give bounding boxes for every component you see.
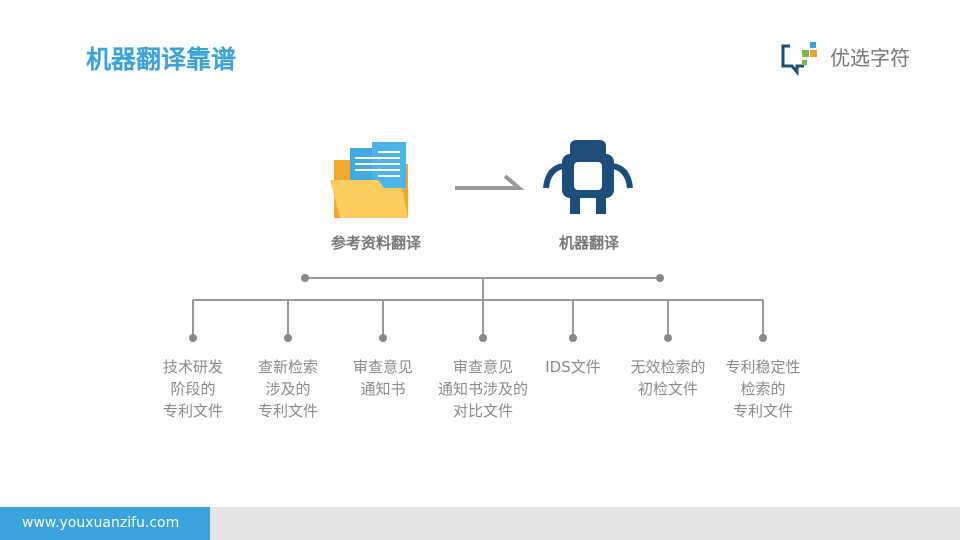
page-title: 机器翻译靠谱	[86, 45, 237, 74]
arrow-icon	[455, 174, 525, 190]
branch-line: 专利文件	[732, 402, 794, 420]
branch-line: 通知书涉及的	[437, 380, 529, 398]
robot-icon	[543, 140, 633, 214]
branch-line: 涉及的	[265, 380, 311, 398]
branch-item: 审查意见通知书涉及的对比文件	[438, 356, 528, 422]
branch-line: IDS文件	[545, 358, 601, 376]
branch-item: 专利稳定性检索的专利文件	[725, 356, 800, 422]
branch-line: 无效检索的	[630, 358, 706, 376]
branch-item: IDS文件	[545, 356, 601, 378]
folder-documents-icon	[330, 142, 408, 218]
branch-line: 审查意见	[352, 358, 414, 376]
branch-line: 通知书	[360, 380, 406, 398]
logo-text: 优选字符	[830, 45, 910, 70]
branch-item: 审查意见通知书	[353, 356, 413, 400]
branch-line: 专利文件	[257, 402, 319, 420]
source-label: 参考资料翻译	[330, 234, 422, 252]
branch-line: 专利稳定性	[725, 358, 801, 376]
branch-line: 查新检索	[257, 358, 319, 376]
branch-line: 专利文件	[162, 402, 224, 420]
branch-item: 查新检索涉及的专利文件	[258, 356, 318, 422]
tree-connector	[189, 274, 767, 342]
target-label: 机器翻译	[558, 234, 620, 252]
branch-line: 对比文件	[452, 402, 514, 420]
footer: www.youxuanzifu.com	[0, 507, 960, 540]
logo: 优选字符	[780, 36, 910, 76]
branch-item: 技术研发阶段的专利文件	[163, 356, 223, 422]
branch-line: 审查意见	[452, 358, 514, 376]
branch-line: 技术研发	[162, 358, 224, 376]
branch-line: 阶段的	[170, 380, 216, 398]
branch-item: 无效检索的初检文件	[630, 356, 705, 400]
branch-line: 检索的	[740, 380, 786, 398]
logo-icon	[781, 42, 817, 76]
footer-url[interactable]: www.youxuanzifu.com	[0, 507, 210, 540]
branch-line: 初检文件	[637, 380, 699, 398]
